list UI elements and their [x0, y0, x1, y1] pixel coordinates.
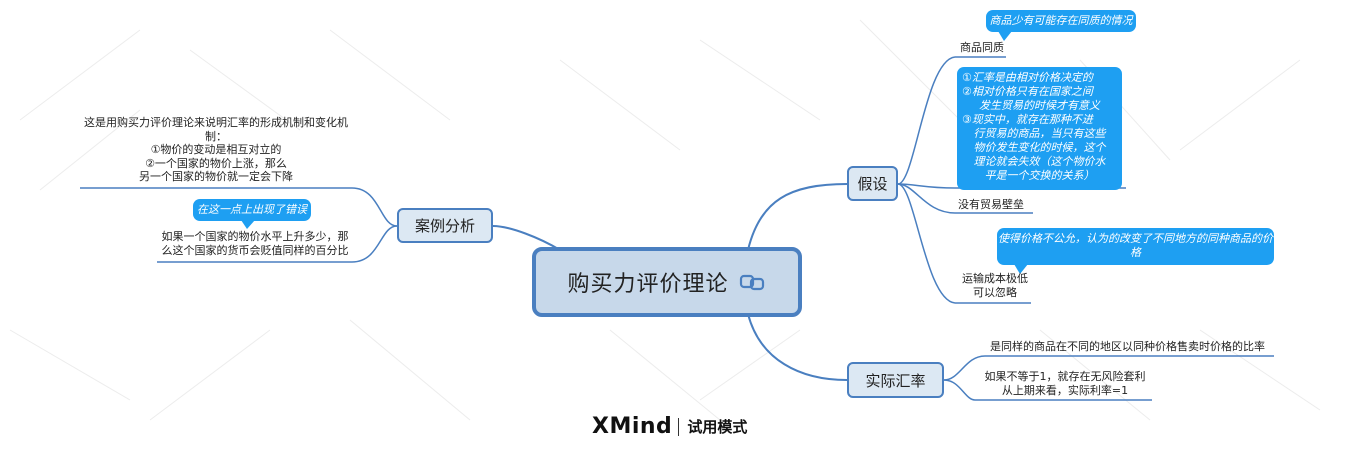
- subtopic-label[interactable]: 是同样的商品在不同的地区以同种价格售卖时价格的比率: [990, 340, 1265, 353]
- subtopic-label[interactable]: 如果不等于1，就存在无风险套利 从上期来看，实际利率=1: [980, 370, 1150, 398]
- link-icon[interactable]: [739, 272, 767, 292]
- callout-pointer: [998, 31, 1012, 41]
- callout-pointer: [241, 220, 255, 229]
- callout-text: 在这一点上出现了错误: [197, 203, 307, 216]
- subtopic-line: 么这个国家的货币会贬值同样的百分比: [161, 244, 349, 257]
- subtopic-line: 如果一个国家的物价水平上升多少，那: [161, 230, 349, 243]
- callout-line: ③现实中，就存在那种不进: [962, 113, 1093, 126]
- subtopic-label[interactable]: 如果一个国家的物价水平上升多少，那 么这个国家的货币会贬值同样的百分比: [155, 230, 355, 258]
- callout-note[interactable]: 在这一点上出现了错误: [193, 199, 311, 221]
- central-topic-title: 购买力评价理论: [567, 272, 729, 297]
- branch-connectors: [492, 183, 848, 381]
- subtopic-label[interactable]: 没有贸易壁垒: [958, 198, 1024, 211]
- callout-note[interactable]: 使得价格不公允，认为的改变了不同地方的同种商品的价 格: [997, 228, 1274, 265]
- callout-note[interactable]: 商品少有可能存在同质的情况: [986, 10, 1136, 32]
- subtopic-line: 运输成本极低: [962, 272, 1028, 285]
- callout-text: 商品少有可能存在同质的情况: [989, 14, 1133, 27]
- callout-line: 格: [1130, 245, 1141, 259]
- callout-note-points[interactable]: ①汇率是由相对价格决定的 ②相对价格只有在国家之间 发生贸易的时候才有意义 ③现…: [957, 67, 1122, 190]
- trial-watermark: XMind 试用模式: [592, 414, 747, 439]
- watermark-brand: XMind: [592, 414, 673, 439]
- callout-line: ①汇率是由相对价格决定的: [962, 71, 1093, 84]
- subtopic-label[interactable]: 商品同质: [960, 41, 1004, 54]
- subtopic-line: 如果不等于1，就存在无风险套利: [984, 370, 1146, 383]
- callout-line: 使得价格不公允，认为的改变了不同地方的同种商品的价: [998, 232, 1273, 245]
- topic-actual-rate[interactable]: 实际汇率: [847, 362, 944, 398]
- callout-line: 平是一个交换的关系）: [984, 169, 1095, 182]
- topic-assumptions[interactable]: 假设: [847, 166, 898, 201]
- watermark-pattern: [9, 19, 1321, 421]
- callout-line: 理论就会失效（这个物价水: [973, 155, 1106, 168]
- topic-case-analysis-label: 案例分析: [414, 217, 475, 235]
- subtopic-line: 这是用购买力评价理论来说明汇率的形成机制和变化机: [84, 116, 348, 129]
- subtopic-label[interactable]: 这是用购买力评价理论来说明汇率的形成机制和变化机 制： ①物价的变动是相互对立的…: [80, 116, 352, 184]
- central-topic[interactable]: 购买力评价理论: [532, 247, 802, 317]
- watermark-separator: [678, 417, 680, 436]
- subtopic-line: 制：: [205, 129, 227, 143]
- watermark-mode: 试用模式: [687, 418, 748, 436]
- topic-actual-rate-label: 实际汇率: [865, 371, 926, 390]
- subtopic-line: ②一个国家的物价上涨，那么: [145, 156, 287, 170]
- subtopic-line: ①物价的变动是相互对立的: [150, 143, 282, 156]
- subtopic-label[interactable]: 运输成本极低 可以忽略: [958, 272, 1032, 300]
- callout-pointer: [1014, 264, 1028, 274]
- callout-line: 行贸易的商品，当只有这些: [973, 127, 1106, 140]
- topic-case-analysis[interactable]: 案例分析: [397, 208, 493, 243]
- subtopic-line: 可以忽略: [973, 286, 1017, 299]
- subtopic-line: 另一个国家的物价就一定会下降: [139, 170, 293, 183]
- callout-line: 发生贸易的时候才有意义: [979, 99, 1100, 112]
- callout-line: 物价发生变化的时候，这个: [973, 141, 1106, 154]
- subtopic-line: 从上期来看，实际利率=1: [1001, 384, 1129, 397]
- callout-line: ②相对价格只有在国家之间: [962, 85, 1093, 98]
- topic-assumptions-label: 假设: [857, 175, 888, 193]
